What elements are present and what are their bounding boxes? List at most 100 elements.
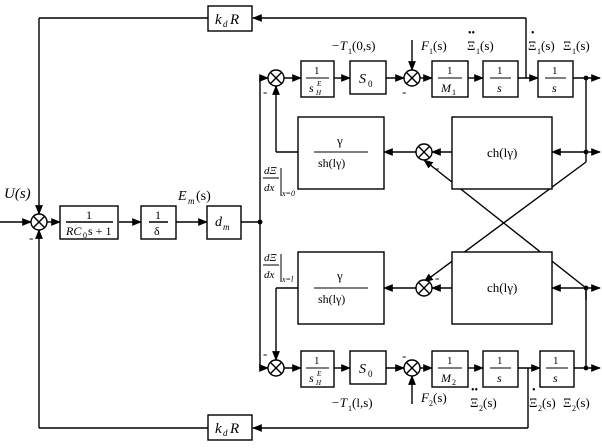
svg-text:sh(lγ): sh(lγ)	[318, 156, 345, 170]
svg-text:Ξ: Ξ	[529, 395, 537, 410]
svg-text:s: s	[309, 371, 314, 385]
svg-text:δ: δ	[154, 224, 160, 238]
s0-block-bottom: S 0	[349, 350, 387, 385]
svg-text:d: d	[223, 19, 228, 29]
dm-block: d m	[206, 205, 242, 240]
svg-text:k: k	[215, 12, 222, 28]
svg-text:s: s	[309, 81, 314, 95]
junction-bottom-right	[583, 285, 589, 291]
svg-text:1: 1	[348, 404, 352, 413]
svg-text:s: s	[497, 81, 502, 95]
filter-block: 1 RC 0 s + 1	[59, 205, 119, 240]
svg-text:(s): (s)	[576, 38, 590, 53]
svg-text:R: R	[229, 421, 239, 437]
junction-top-pos	[583, 75, 589, 81]
svg-text:Ξ: Ξ	[528, 38, 536, 53]
svg-text:2: 2	[452, 378, 456, 387]
svg-text:S: S	[359, 362, 366, 377]
svg-text:x=0: x=0	[281, 189, 295, 198]
svg-text:2: 2	[429, 399, 433, 408]
minus-sign: -	[402, 348, 406, 363]
sum-input	[30, 213, 48, 231]
sum-top-left	[267, 69, 285, 87]
svg-text:(s): (s)	[483, 395, 497, 410]
svg-text:k: k	[215, 421, 222, 437]
svg-text:1: 1	[314, 65, 320, 77]
vel-label-top: Ξ • 1 (s)	[528, 28, 555, 56]
wire-cross-bottom-to-top	[423, 159, 587, 289]
svg-text:1: 1	[537, 47, 541, 56]
svg-text:1: 1	[447, 65, 453, 77]
T-label-bottom: −T 1 (l,s)	[331, 395, 373, 413]
svg-text:(s): (s)	[480, 38, 494, 53]
minus-sign: -	[435, 270, 439, 285]
svg-text:ch(lγ): ch(lγ)	[487, 280, 517, 295]
svg-text:E: E	[316, 80, 322, 88]
feedback-kdR-top: k d R	[207, 5, 253, 32]
svg-text:x=l: x=l	[281, 275, 294, 284]
svg-text:H: H	[315, 89, 322, 97]
deriv-label-top: dΞ dx x=0	[263, 165, 295, 198]
svg-text:RC: RC	[65, 224, 82, 238]
ch-block-top: ch(lγ)	[451, 116, 553, 190]
svg-text:R: R	[229, 12, 239, 28]
sum-top-mid	[415, 143, 433, 161]
svg-text:sh(lγ): sh(lγ)	[318, 292, 345, 306]
F-label-top: F 1 (s)	[420, 38, 447, 56]
svg-text:(s): (s)	[541, 38, 555, 53]
svg-text:(l,s): (l,s)	[352, 395, 373, 410]
svg-text:H: H	[315, 379, 322, 387]
junction-split	[257, 219, 263, 225]
svg-text:1: 1	[86, 208, 92, 222]
svg-text:2: 2	[538, 404, 542, 413]
svg-text:1: 1	[497, 355, 503, 367]
minus-sign: -	[263, 346, 267, 361]
s0-block-top: S 0	[349, 60, 387, 95]
svg-text:•: •	[531, 28, 535, 39]
svg-text:1: 1	[476, 47, 480, 56]
sum-bottom-mid	[415, 279, 433, 297]
ch-block-bottom: ch(lγ)	[451, 251, 553, 325]
em-label: E m (s)	[177, 189, 211, 206]
svg-text:1: 1	[552, 65, 558, 77]
svg-text:0: 0	[83, 231, 87, 240]
mass-block-top: 1 M 1	[431, 60, 469, 98]
svg-text:1: 1	[348, 47, 352, 56]
stiffness-block-top: 1 s H E	[300, 60, 335, 98]
junction-top-right	[583, 149, 589, 155]
svg-text:d: d	[215, 215, 223, 230]
svg-text:s: s	[553, 371, 558, 385]
svg-text:(0,s): (0,s)	[352, 38, 375, 53]
delta-block: 1 δ	[140, 205, 177, 240]
wire-cross-top-to-bottom	[423, 161, 587, 283]
svg-text:Ξ: Ξ	[467, 38, 475, 53]
integrator-bottom-2: 1 s	[539, 350, 575, 388]
svg-text:(s): (s)	[576, 395, 590, 410]
F-label-bottom: F 2 (s)	[420, 390, 447, 408]
svg-text:E: E	[316, 370, 322, 378]
svg-text:dx: dx	[264, 269, 275, 281]
svg-text:γ: γ	[336, 268, 343, 283]
T-label-top: −T 1 (0,s)	[331, 38, 375, 56]
minus-sign: -	[402, 84, 406, 99]
vel-label-bottom: Ξ • 2 (s)	[529, 385, 556, 413]
input-label: U(s)	[4, 186, 31, 202]
svg-text:(s): (s)	[433, 38, 447, 53]
svg-text:1: 1	[429, 47, 433, 56]
svg-text:E: E	[177, 189, 187, 204]
svg-text:−T: −T	[331, 38, 348, 53]
svg-text:M: M	[440, 371, 452, 385]
svg-text:ch(lγ): ch(lγ)	[487, 145, 517, 160]
svg-text:s + 1: s + 1	[88, 224, 111, 238]
svg-text:S: S	[359, 72, 366, 87]
svg-text:1: 1	[553, 355, 559, 367]
svg-text:0: 0	[368, 79, 373, 89]
pos-label-bottom: Ξ 2 (s)	[563, 395, 590, 413]
feedback-kdR-bottom: k d R	[207, 414, 253, 441]
stiffness-block-bottom: 1 s H E	[300, 350, 335, 388]
svg-text:••: ••	[468, 28, 475, 39]
minus-sign: -	[263, 84, 267, 99]
svg-text:−T: −T	[331, 395, 348, 410]
